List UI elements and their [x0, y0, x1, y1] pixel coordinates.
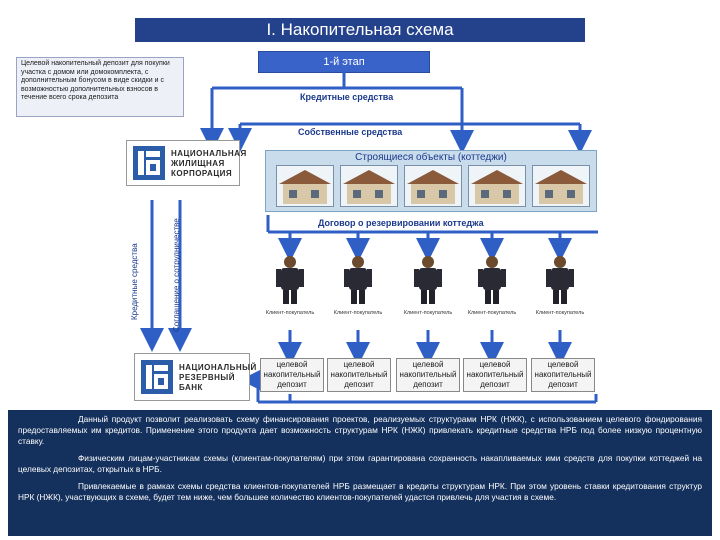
info-panel: Данный продукт позволит реализовать схем… [8, 410, 712, 536]
page-title: I. Накопительная схема [135, 18, 585, 42]
deposit-line-3: депозит [548, 380, 578, 389]
logo-bottom-line-1: НАЦИОНАЛЬНЫЙ [179, 363, 257, 372]
deposit-line-1: целевой [343, 360, 375, 369]
reserve-bank-logo: НАЦИОНАЛЬНЫЙ РЕЗЕРВНЫЙ БАНК [134, 353, 256, 401]
deposit-line-1: целевой [547, 360, 579, 369]
buyer-person-icon [545, 255, 575, 305]
bank-emblem-icon [141, 360, 173, 394]
buyer-label: Клиент-покупатель [333, 310, 383, 316]
cottage-image [532, 165, 590, 207]
cottage-image [468, 165, 526, 207]
deposit-line-2: накопительный [466, 370, 524, 379]
deposit-line-2: накопительный [534, 370, 592, 379]
vertical-agreement-label: Соглашение о сотрудничестве [172, 218, 181, 332]
deposit-line-3: депозит [344, 380, 374, 389]
housing-corporation-logo: НАЦИОНАЛЬНАЯ ЖИЛИЩНАЯ КОРПОРАЦИЯ [126, 140, 246, 186]
buyer-person-icon [413, 255, 443, 305]
deposit-box: целевой накопительный депозит [327, 358, 391, 392]
logo-top-line-1: НАЦИОНАЛЬНАЯ [171, 149, 247, 158]
info-paragraph-3: Привлекаемые в рамках схемы средства кли… [18, 481, 702, 502]
buyer-label: Клиент-покупатель [403, 310, 453, 316]
deposit-line-1: целевой [479, 360, 511, 369]
own-funds-label: Собственные средства [298, 127, 403, 137]
deposit-line-1: целевой [412, 360, 444, 369]
deposit-box: целевой накопительный депозит [531, 358, 595, 392]
logo-bottom-line-3: БАНК [179, 383, 203, 392]
deposit-line-2: накопительный [330, 370, 388, 379]
buyer-label: Клиент-покупатель [467, 310, 517, 316]
deposit-box: целевой накопительный депозит [396, 358, 460, 392]
buyer-person-icon [275, 255, 305, 305]
vertical-credit-label: Кредитные средства [130, 243, 139, 320]
deposit-line-3: депозит [480, 380, 510, 389]
houses-panel: Строящиеся объекты (коттеджи) [265, 150, 597, 212]
deposit-line-2: накопительный [399, 370, 457, 379]
cottage-image [340, 165, 398, 207]
logo-bottom-line-2: РЕЗЕРВНЫЙ [179, 373, 235, 382]
buyer-person-icon [477, 255, 507, 305]
deposit-line-3: депозит [277, 380, 307, 389]
buyer-label: Клиент-покупатель [265, 310, 315, 316]
deposit-line-1: целевой [276, 360, 308, 369]
reservation-label: Договор о резервировании коттеджа [318, 218, 484, 228]
info-paragraph-1: Данный продукт позволит реализовать схем… [18, 414, 702, 446]
description-box: Целевой накопительный депозит для покупк… [16, 57, 184, 117]
deposit-line-3: депозит [413, 380, 443, 389]
houses-label: Строящиеся объекты (коттеджи) [355, 152, 507, 163]
credit-funds-label: Кредитные средства [300, 92, 394, 102]
buyer-label: Клиент-покупатель [535, 310, 585, 316]
deposit-line-2: накопительный [263, 370, 321, 379]
deposit-box: целевой накопительный депозит [260, 358, 324, 392]
corporation-emblem-icon [133, 146, 165, 180]
info-paragraph-2: Физическим лицам-участникам схемы (клиен… [18, 453, 702, 474]
cottage-image [404, 165, 462, 207]
cottage-image [276, 165, 334, 207]
flow-arrows [140, 72, 598, 404]
logo-top-line-3: КОРПОРАЦИЯ [171, 169, 233, 178]
logo-top-line-2: ЖИЛИЩНАЯ [171, 159, 225, 168]
deposit-box: целевой накопительный депозит [463, 358, 527, 392]
buyer-person-icon [343, 255, 373, 305]
